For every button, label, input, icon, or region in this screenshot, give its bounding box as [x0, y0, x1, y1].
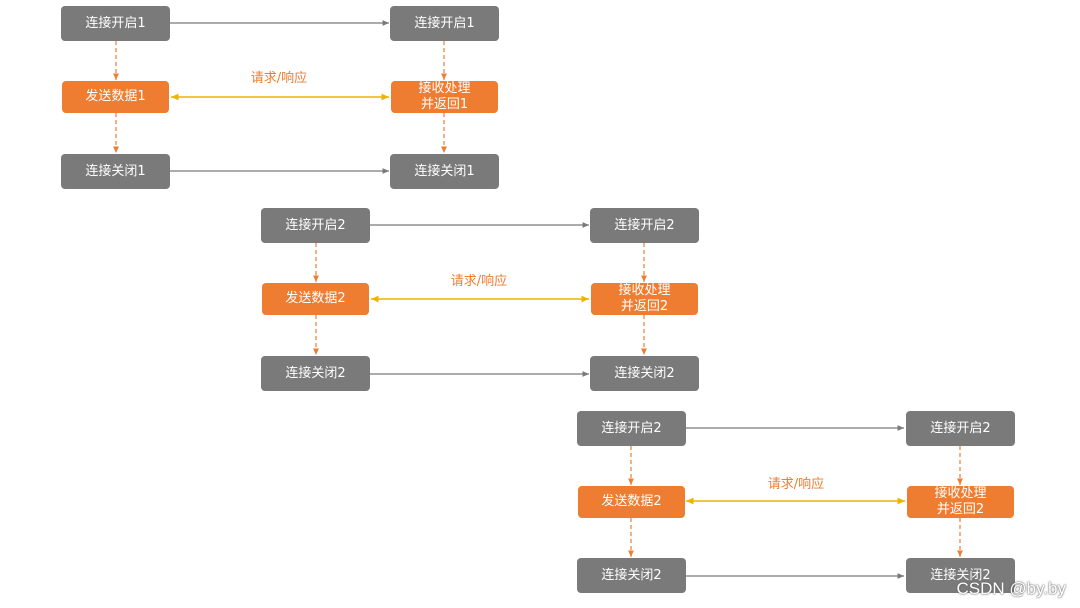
- node-label: 连接开启2: [285, 217, 346, 233]
- node-label: 连接关闭1: [414, 163, 475, 179]
- node-label: 连接关闭2: [614, 365, 675, 381]
- node-label: 连接开启1: [414, 15, 475, 31]
- request-response-label-1: 请求/响应: [250, 71, 308, 86]
- server-open-node-2: 连接开启2: [590, 208, 699, 243]
- client-close-node-2: 连接关闭2: [261, 356, 370, 391]
- node-label: 连接关闭2: [601, 567, 662, 583]
- server-process-node-1: 接收处理 并返回1: [391, 81, 498, 113]
- watermark: CSDN @by.by: [956, 579, 1066, 598]
- client-send-node-2: 发送数据2: [262, 283, 369, 315]
- client-open-node-2: 连接开启2: [261, 208, 370, 243]
- server-process-node-3: 接收处理 并返回2: [907, 486, 1014, 518]
- node-label: 发送数据1: [85, 89, 146, 104]
- request-response-label-2: 请求/响应: [450, 274, 508, 289]
- node-label: 连接开启2: [614, 217, 675, 233]
- server-close-node-2: 连接关闭2: [590, 356, 699, 391]
- node-label: 发送数据2: [601, 494, 662, 509]
- request-response-label-3: 请求/响应: [767, 477, 825, 492]
- client-open-node-3: 连接开启2: [577, 411, 686, 446]
- node-label: 接收处理 并返回2: [934, 486, 987, 517]
- server-open-node-3: 连接开启2: [906, 411, 1015, 446]
- server-close-node-1: 连接关闭1: [390, 154, 499, 189]
- node-label: 连接关闭2: [285, 365, 346, 381]
- node-label: 连接开启2: [930, 420, 991, 436]
- node-label: 连接关闭1: [85, 163, 146, 179]
- server-close-node-3: 连接关闭2: [906, 558, 1015, 593]
- client-close-node-1: 连接关闭1: [61, 154, 170, 189]
- node-label: 连接开启1: [85, 15, 146, 31]
- client-send-node-3: 发送数据2: [578, 486, 685, 518]
- node-label: 发送数据2: [285, 291, 346, 306]
- node-label: 接收处理 并返回2: [618, 283, 671, 314]
- client-open-node-1: 连接开启1: [61, 6, 170, 41]
- client-send-node-1: 发送数据1: [62, 81, 169, 113]
- server-process-node-2: 接收处理 并返回2: [591, 283, 698, 315]
- node-label: 连接开启2: [601, 420, 662, 436]
- server-open-node-1: 连接开启1: [390, 6, 499, 41]
- node-label: 接收处理 并返回1: [418, 81, 471, 112]
- node-label: 连接关闭2: [930, 567, 991, 583]
- client-close-node-3: 连接关闭2: [577, 558, 686, 593]
